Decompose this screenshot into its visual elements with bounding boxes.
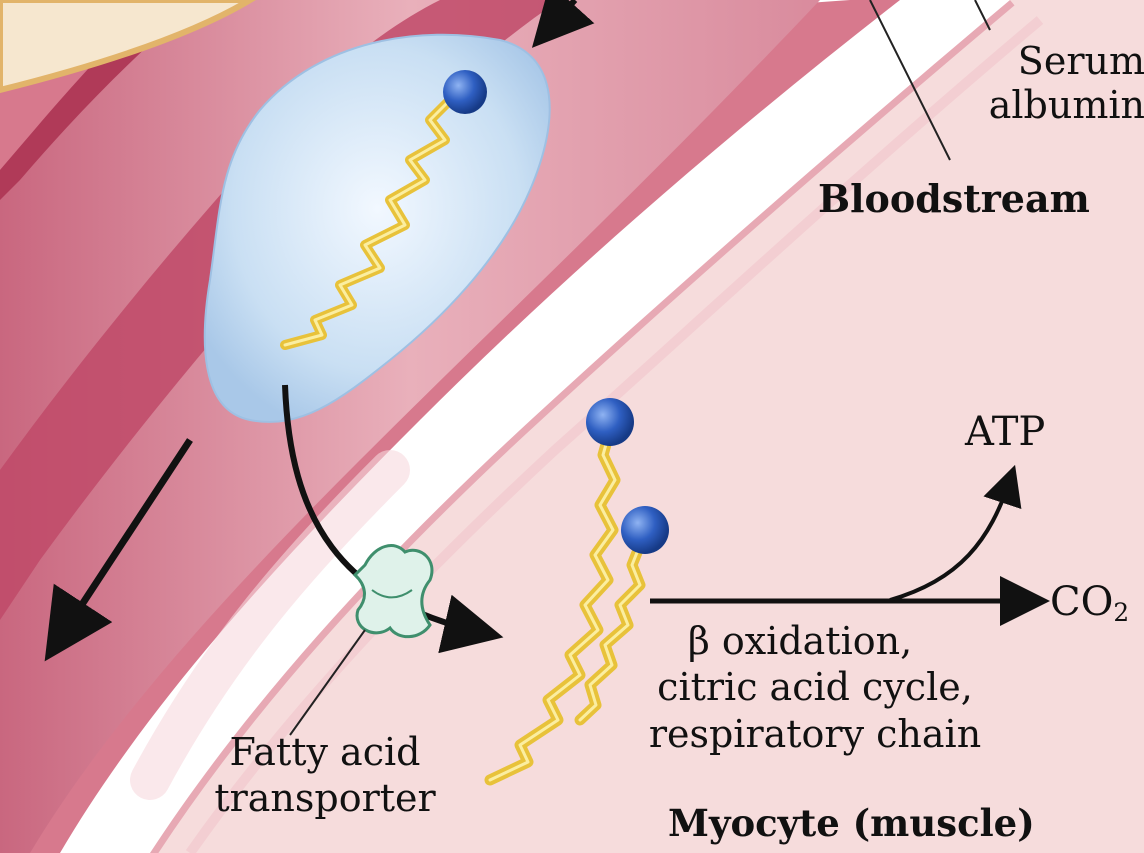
cell-fatty-acid-head-1 bbox=[586, 398, 634, 446]
co2-subscript: 2 bbox=[1113, 598, 1129, 627]
pathway-line1: β oxidation, bbox=[580, 618, 1020, 664]
transporter-line2: transporter bbox=[180, 776, 470, 822]
co2-main: CO bbox=[1050, 579, 1113, 625]
transporter-line1: Fatty acid bbox=[180, 730, 470, 776]
co2-label: CO2 bbox=[1050, 582, 1129, 626]
cell-fatty-acid-head-2 bbox=[621, 506, 669, 554]
serum-albumin-line2: albumin bbox=[950, 84, 1144, 128]
atp-label: ATP bbox=[965, 412, 1045, 452]
pathway-label: β oxidation, citric acid cycle, respirat… bbox=[610, 618, 1020, 757]
serum-albumin-line1: Serum bbox=[985, 40, 1144, 84]
myocyte-label: Myocyte (muscle) bbox=[668, 805, 1035, 842]
transporter-label: Fatty acid transporter bbox=[180, 730, 470, 821]
serum-albumin-label: Serum albumin bbox=[985, 40, 1144, 127]
bound-fatty-acid-head bbox=[443, 70, 487, 114]
bloodstream-label: Bloodstream bbox=[818, 180, 1090, 218]
pathway-line3: respiratory chain bbox=[610, 711, 1020, 757]
pathway-line2: citric acid cycle, bbox=[610, 664, 1020, 710]
